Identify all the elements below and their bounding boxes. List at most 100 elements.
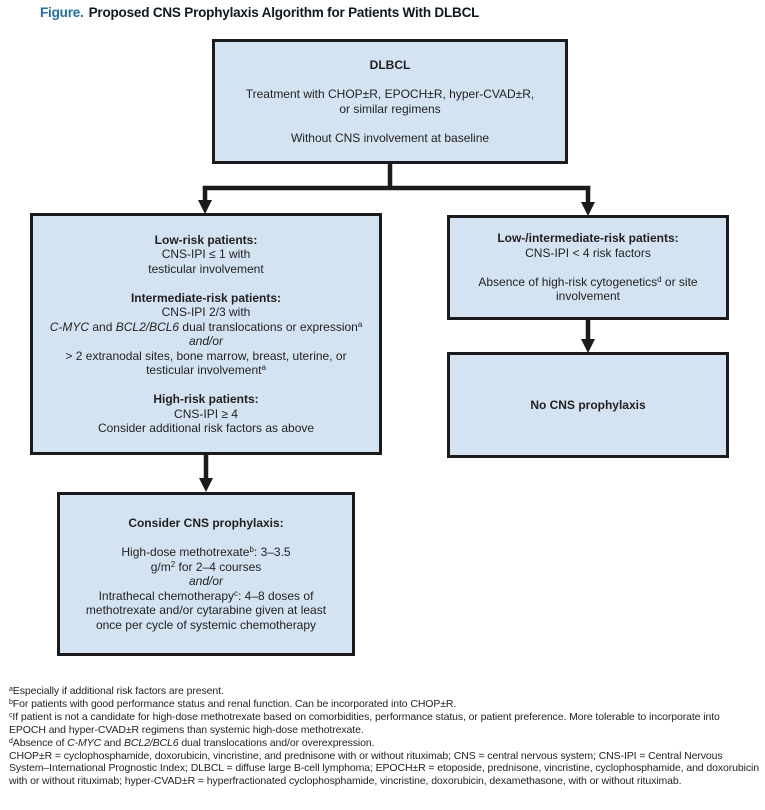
text-segment: Absence of bbox=[12, 736, 68, 749]
text-line: No CNS prophylaxis bbox=[450, 398, 726, 413]
text-line: Consider additional risk factors as abov… bbox=[33, 421, 379, 436]
text-line: methotrexate and/or cytarabine given at … bbox=[60, 603, 352, 618]
arrowhead-right-branch bbox=[581, 202, 595, 216]
text-segment: dual translocations and/or overexpressio… bbox=[178, 736, 375, 749]
footnote-d: dAbsence of C-MYC and BCL2/BCL6 dual tra… bbox=[9, 737, 759, 750]
text-line: and/or bbox=[60, 574, 352, 589]
text-line: Low-/intermediate-risk patients: bbox=[450, 231, 726, 246]
figure-title-text: Proposed CNS Prophylaxis Algorithm for P… bbox=[88, 5, 480, 20]
text-line: Consider CNS prophylaxis: bbox=[60, 516, 352, 531]
text-line: Without CNS involvement at baseline bbox=[215, 131, 565, 146]
text-segment: CNS-IPI ≥ 4 bbox=[174, 406, 238, 421]
footnotes: aEspecially if additional risk factors a… bbox=[9, 685, 759, 788]
text-line: High-risk patients: bbox=[33, 392, 379, 407]
text-segment: or similar regimens bbox=[339, 101, 441, 116]
text-segment: No CNS prophylaxis bbox=[530, 397, 646, 412]
text-line bbox=[33, 378, 379, 393]
node-consider-cns-prophylaxis: Consider CNS prophylaxis: High-dose meth… bbox=[57, 492, 355, 656]
text-segment: d bbox=[9, 737, 13, 745]
text-line: CNS-IPI ≤ 1 with bbox=[33, 247, 379, 262]
text-segment: and/or bbox=[188, 334, 224, 348]
node-dlbcl: DLBCL Treatment with CHOP±R, EPOCH±R, hy… bbox=[212, 39, 568, 164]
text-segment: C-MYC bbox=[49, 319, 90, 334]
footnote-a: aEspecially if additional risk factors a… bbox=[9, 685, 759, 698]
text-segment: once per cycle of systemic chemotherapy bbox=[95, 617, 317, 632]
text-segment: a bbox=[357, 319, 363, 329]
text-segment: dual translocations or expression bbox=[179, 319, 358, 334]
text-segment: : 3–3.5 bbox=[253, 545, 291, 559]
text-segment: and bbox=[101, 736, 124, 749]
text-segment: or site bbox=[661, 274, 698, 289]
text-segment: Intermediate-risk patients: bbox=[130, 290, 282, 305]
text-segment: testicular involvement bbox=[148, 261, 264, 276]
arrowhead-left-branch bbox=[198, 200, 212, 214]
text-segment: Especially if additional risk factors ar… bbox=[12, 685, 224, 697]
abbreviations: CHOP±R = cyclophosphamide, doxorubicin, … bbox=[9, 750, 759, 789]
text-line: g/m2 for 2–4 courses bbox=[60, 560, 352, 575]
text-line: C-MYC and BCL2/BCL6 dual translocations … bbox=[33, 320, 379, 335]
text-segment: a bbox=[9, 686, 13, 693]
text-line bbox=[33, 276, 379, 291]
text-line: CNS-IPI ≥ 4 bbox=[33, 407, 379, 422]
node-no-cns-prophylaxis: No CNS prophylaxis bbox=[447, 352, 729, 458]
figure-title: Figure. Proposed CNS Prophylaxis Algorith… bbox=[40, 5, 479, 20]
text-segment: BCL2/BCL6 bbox=[123, 736, 179, 749]
text-segment: Low-/intermediate-risk patients: bbox=[497, 231, 679, 246]
text-segment: Consider additional risk factors as abov… bbox=[97, 421, 315, 435]
text-line: DLBCL bbox=[215, 58, 565, 73]
text-line: once per cycle of systemic chemotherapy bbox=[60, 618, 352, 633]
text-segment: Absence of high-risk cytogenetics bbox=[478, 274, 658, 289]
text-line: testicular involvementa bbox=[33, 363, 379, 378]
text-segment: High-risk patients: bbox=[153, 392, 259, 406]
text-segment: Consider CNS prophylaxis: bbox=[128, 516, 284, 530]
text-segment: c bbox=[234, 588, 239, 598]
text-segment: g/m bbox=[150, 559, 171, 574]
text-line: Intermediate-risk patients: bbox=[33, 291, 379, 306]
text-segment: Treatment with CHOP±R, EPOCH±R, hyper-CV… bbox=[245, 87, 535, 101]
text-segment: > 2 extranodal sites, bone marrow, breas… bbox=[65, 348, 347, 363]
text-segment: Intrathecal chemotherapy bbox=[98, 588, 235, 603]
text-line: Low-risk patients: bbox=[33, 233, 379, 248]
text-line: Absence of high-risk cytogeneticsd or si… bbox=[450, 275, 726, 290]
arrowhead-nocns bbox=[581, 339, 595, 353]
text-line: involvement bbox=[450, 289, 726, 304]
text-segment: a bbox=[261, 363, 266, 372]
footnote-b: bFor patients with good performance stat… bbox=[9, 698, 759, 711]
text-line: CNS-IPI < 4 risk factors bbox=[450, 246, 726, 261]
text-segment: c bbox=[9, 711, 13, 719]
text-segment: Low-risk patients: bbox=[154, 232, 258, 247]
text-segment: Without CNS involvement at baseline bbox=[290, 130, 490, 145]
text-segment: and/or bbox=[188, 574, 224, 588]
text-line bbox=[450, 260, 726, 275]
node-risk-stratification-right: Low-/intermediate-risk patients:CNS-IPI … bbox=[447, 215, 729, 320]
text-segment: High-dose methotrexate bbox=[121, 545, 250, 559]
text-line: High-dose methotrexateb: 3–3.5 bbox=[60, 545, 352, 560]
text-segment: If patient is not a candidate for high-d… bbox=[9, 710, 720, 736]
text-line bbox=[215, 73, 565, 88]
text-segment: C-MYC bbox=[67, 736, 102, 749]
figure-label: Figure. bbox=[40, 5, 84, 20]
text-line bbox=[60, 531, 352, 546]
text-segment: For patients with good performance statu… bbox=[12, 697, 457, 710]
text-segment: testicular involvement bbox=[146, 363, 262, 377]
text-segment: methotrexate and/or cytarabine given at … bbox=[85, 603, 327, 617]
text-line: Intrathecal chemotherapyc: 4–8 doses of bbox=[60, 589, 352, 604]
arrowhead-consider bbox=[199, 478, 213, 492]
text-line bbox=[215, 116, 565, 131]
text-segment: CHOP±R = cyclophosphamide, doxorubicin, … bbox=[9, 749, 759, 788]
text-segment: BCL2/BCL6 bbox=[115, 319, 180, 334]
text-segment: involvement bbox=[555, 289, 621, 304]
text-segment: d bbox=[657, 274, 662, 284]
text-segment: CNS-IPI < 4 risk factors bbox=[525, 245, 651, 260]
text-line: Treatment with CHOP±R, EPOCH±R, hyper-CV… bbox=[215, 87, 565, 102]
text-segment: b bbox=[249, 545, 254, 554]
text-segment: b bbox=[9, 698, 13, 706]
text-line: testicular involvement bbox=[33, 262, 379, 277]
text-segment: and bbox=[89, 319, 116, 334]
footnote-c: cIf patient is not a candidate for high-… bbox=[9, 711, 759, 737]
text-segment: CNS-IPI ≤ 1 with bbox=[161, 247, 251, 261]
text-line: > 2 extranodal sites, bone marrow, breas… bbox=[33, 349, 379, 364]
text-line: CNS-IPI 2/3 with bbox=[33, 305, 379, 320]
